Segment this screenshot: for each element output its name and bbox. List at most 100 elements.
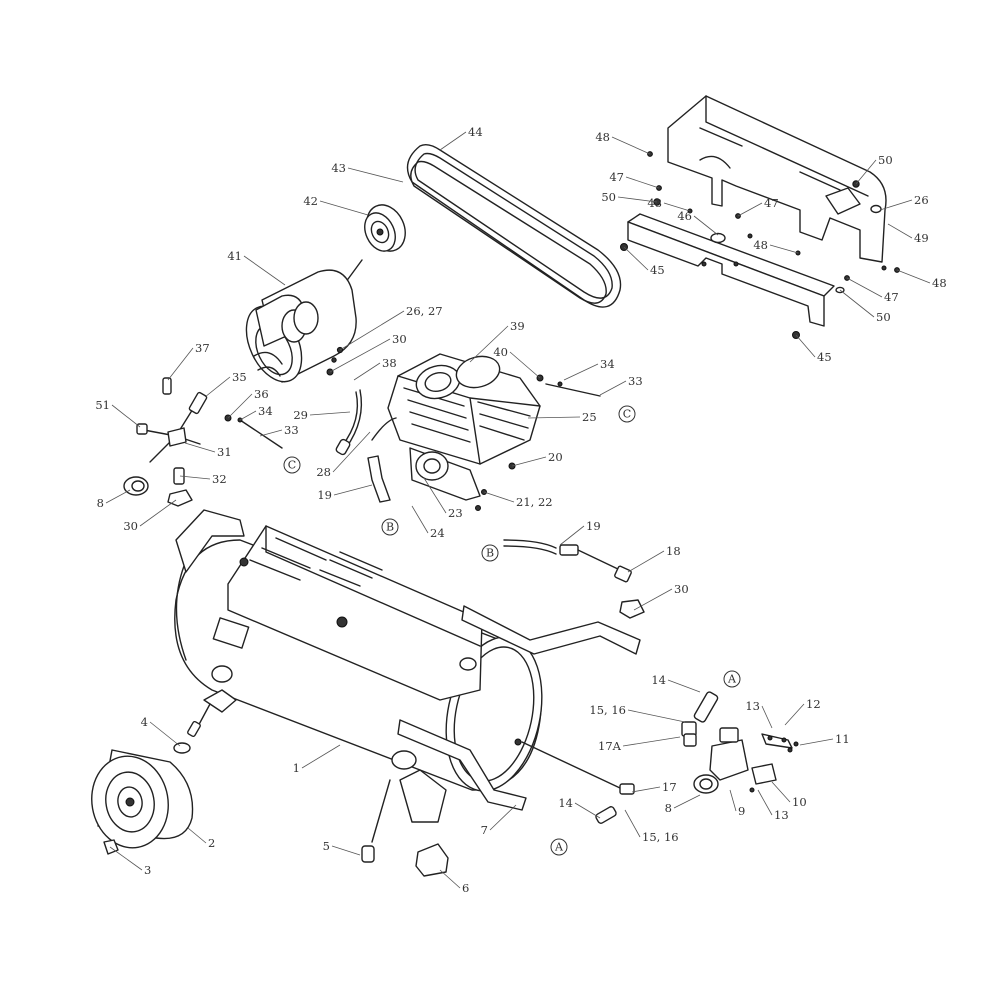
callout-number: 47 xyxy=(884,290,899,304)
ref-marker-A: A xyxy=(723,670,741,688)
leader-line xyxy=(887,223,913,239)
drain-valve xyxy=(361,779,449,877)
ref-circle xyxy=(381,518,399,536)
callout-13: 13 xyxy=(757,789,789,822)
leader-line xyxy=(243,255,286,286)
leader-line xyxy=(527,416,581,419)
ref-letter: B xyxy=(486,547,494,560)
leader-line xyxy=(332,431,371,473)
callout-29: 29 xyxy=(293,408,351,422)
leader-line xyxy=(839,289,875,318)
ref-circle xyxy=(481,544,499,562)
callout-44: 44 xyxy=(439,125,483,151)
belt-guard xyxy=(667,95,887,263)
leader-line xyxy=(187,827,207,844)
callout-46: 46 xyxy=(677,209,719,236)
drive-belt xyxy=(406,143,622,308)
leader-line xyxy=(204,376,231,398)
leader-line xyxy=(771,781,791,803)
leader-line xyxy=(179,475,211,480)
callout-number: 1 xyxy=(293,761,300,775)
ref-marker-C: C xyxy=(283,456,301,474)
callout-number: 38 xyxy=(382,356,397,370)
callout-number: 45 xyxy=(650,263,665,277)
leader-line xyxy=(667,679,701,693)
carry-handle xyxy=(397,605,641,811)
callout-48: 48 xyxy=(595,130,651,155)
callout-45: 45 xyxy=(623,246,665,277)
callout-51: 51 xyxy=(95,398,141,428)
callout-48: 48 xyxy=(896,269,947,290)
callout-41: 41 xyxy=(227,249,286,286)
callout-3: 3 xyxy=(109,846,151,877)
callout-number: 15, 16 xyxy=(589,703,626,717)
callout-35: 35 xyxy=(204,370,247,398)
leader-line xyxy=(509,351,541,379)
callout-number: 50 xyxy=(878,153,893,167)
callout-42: 42 xyxy=(303,194,369,216)
callout-number: 34 xyxy=(600,357,615,371)
callout-number: 36 xyxy=(254,387,269,401)
callout-number: 49 xyxy=(914,231,929,245)
leader-line xyxy=(896,269,931,284)
callout-43: 43 xyxy=(331,161,404,183)
ref-letter: B xyxy=(386,521,394,534)
leader-line xyxy=(333,484,373,496)
callout-7: 7 xyxy=(481,804,517,837)
callout-39: 39 xyxy=(469,319,525,363)
leader-line xyxy=(439,869,461,889)
callout-18: 18 xyxy=(627,544,681,573)
callout-number: 5 xyxy=(323,839,330,853)
leader-line xyxy=(559,525,585,546)
ref-marker-A: A xyxy=(550,838,568,856)
callout-11: 11 xyxy=(799,732,850,746)
leader-line xyxy=(319,200,369,216)
callout-number: 9 xyxy=(738,804,745,818)
leader-line xyxy=(879,199,913,211)
callout-26: 26 xyxy=(879,193,929,211)
leader-line xyxy=(574,802,601,819)
callout-38: 38 xyxy=(353,356,397,381)
callout-36: 36 xyxy=(227,387,269,419)
air-tank xyxy=(174,509,543,823)
callout-number: 37 xyxy=(195,341,210,355)
callout-number: 20 xyxy=(548,450,563,464)
callout-number: 45 xyxy=(817,350,832,364)
callout-30: 30 xyxy=(123,499,177,533)
callout-number: 26, 27 xyxy=(406,304,443,318)
leader-line xyxy=(784,703,805,726)
leader-line xyxy=(622,736,681,747)
callout-number: 35 xyxy=(232,370,247,384)
callout-4: 4 xyxy=(141,715,181,747)
callout-number: 6 xyxy=(462,881,469,895)
callout-number: 33 xyxy=(284,423,299,437)
callout-number: 18 xyxy=(666,544,681,558)
callout-8: 8 xyxy=(665,794,701,815)
callout-19: 19 xyxy=(559,519,601,546)
leader-line xyxy=(795,334,816,358)
callout-24: 24 xyxy=(411,505,445,540)
leader-line xyxy=(627,550,665,573)
callout-21-22: 21, 22 xyxy=(483,491,553,509)
leader-line xyxy=(469,325,509,363)
callout-34: 34 xyxy=(239,404,273,421)
callout-number: 40 xyxy=(493,345,508,359)
pressure-switch-assembly xyxy=(123,377,283,507)
callout-number: 8 xyxy=(665,801,672,815)
callout-32: 32 xyxy=(179,472,227,486)
callout-20: 20 xyxy=(511,450,563,467)
motor-pulley xyxy=(364,204,406,252)
leader-line xyxy=(111,404,141,428)
callout-number: 26 xyxy=(914,193,929,207)
callout-number: 8 xyxy=(97,496,104,510)
leader-line xyxy=(633,588,673,611)
callout-number: 41 xyxy=(227,249,242,263)
callout-26-27: 26, 27 xyxy=(339,304,443,351)
leader-line xyxy=(309,411,351,416)
callout-number: 24 xyxy=(430,526,445,540)
wheel xyxy=(91,703,211,855)
callout-number: 39 xyxy=(510,319,525,333)
ref-letter: A xyxy=(554,841,564,854)
